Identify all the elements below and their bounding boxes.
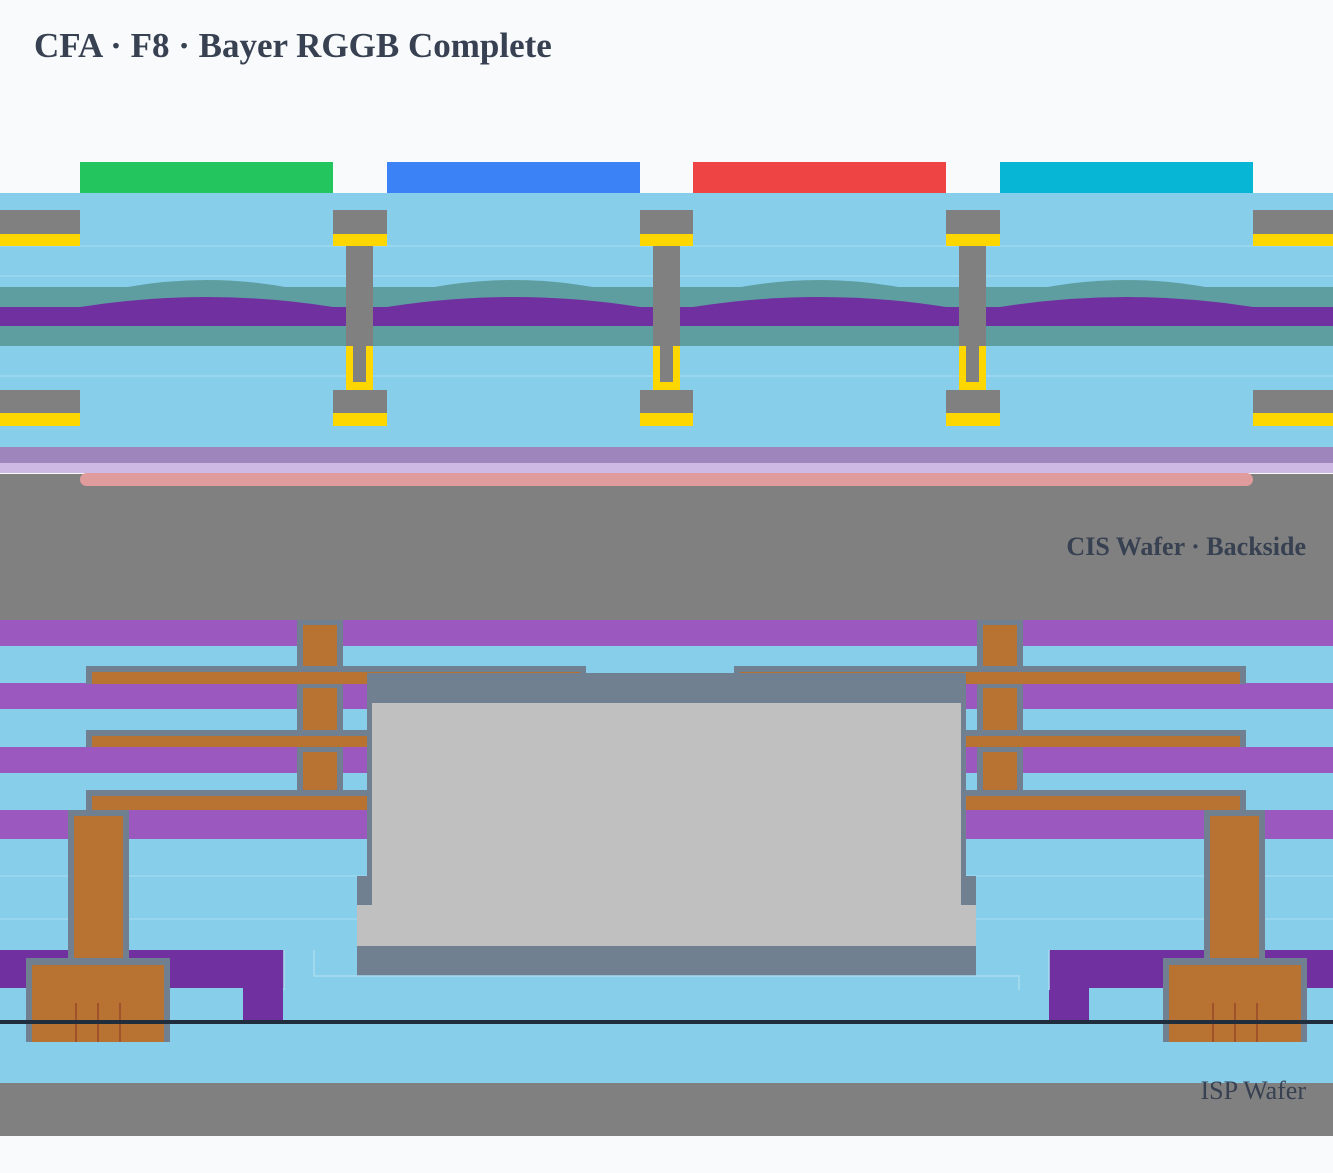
cis-wafer-label: CIS Wafer · Backside [1066,532,1306,561]
purple-dielectric-1 [0,620,1333,646]
hybrid-bond-left [26,810,170,1042]
metal-grid-cap [640,390,693,413]
metal-grid-liner [333,413,387,426]
microlens-dome [387,280,640,298]
microlens-dome-lower [80,297,333,307]
bond-opening-outline [283,950,1050,990]
metal-grid-liner [0,413,80,426]
grid-via [653,246,680,346]
microlens-dome-lower [693,297,946,307]
metal-grid-liner [640,413,693,426]
red-filter [693,162,946,193]
cis-wafer [0,474,1333,620]
metal-grid-cap [333,390,387,413]
metal-grid-cap [946,210,1000,234]
grid-vias [346,246,986,390]
bonding-stub-left [243,988,283,1021]
microlens-dome [693,280,946,298]
metal-grid-cap [1253,210,1333,234]
lavender-layer [0,463,1333,473]
grid-via-core [660,346,673,382]
metal-grid-liner [0,234,80,246]
page-title: CFA · F8 · Bayer RGGB Complete [34,26,552,65]
metal-grid-liner [640,234,693,246]
color-filter-array [80,162,1253,193]
metal-grid-cap [946,390,1000,413]
microlens-dome [1000,280,1253,298]
metal-grid-cap [640,210,693,234]
metal-grid-cap [0,390,80,413]
grid-via-core [353,346,366,382]
metal-grid-liner [1253,234,1333,246]
metal-grid-cap [333,210,387,234]
isp-wafer-label: ISP Wafer [1200,1076,1307,1105]
grid-via [346,246,373,346]
metal-grid-liner [1253,413,1333,426]
isp-wafer [0,1083,1333,1136]
green-filter [80,162,333,193]
metal-grid-cap [1253,390,1333,413]
metal-grid-liner [333,234,387,246]
microlens-domes [80,280,1253,307]
central-bond-pad [357,673,976,976]
blue-filter [387,162,640,193]
upper-metal-grid [0,210,1333,246]
microlens-dome [80,280,333,298]
lower-metal-grid [0,390,1333,426]
bonding-stub-right [1049,988,1089,1021]
cyan-filter [1000,162,1253,193]
grid-via-core [966,346,979,382]
grid-via [959,246,986,346]
purple-passivation [0,447,1333,463]
hybrid-bond-right [1163,810,1307,1042]
metal-grid-liner [946,234,1000,246]
metal-grid-cap [0,210,80,234]
metal-grid-liner [946,413,1000,426]
photodiode-band [80,473,1253,486]
microlens-dome-lower [387,297,640,307]
microlens-dome-lower [1000,297,1253,307]
